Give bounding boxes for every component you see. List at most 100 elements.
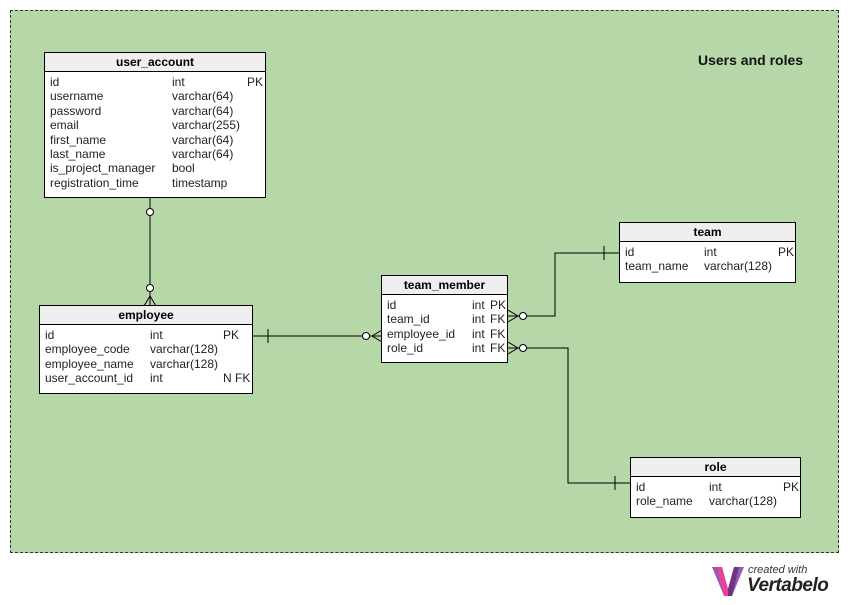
column-type: timestamp xyxy=(172,175,228,190)
column-row[interactable]: id int PK xyxy=(50,75,264,89)
column-type: int xyxy=(472,312,485,327)
column-type: varchar(128) xyxy=(150,356,219,371)
column-row[interactable]: email varchar(255) xyxy=(50,118,261,132)
table-columns: id int PK role_name varchar(128) xyxy=(631,477,800,511)
column-name: username xyxy=(50,89,104,104)
zero-marker xyxy=(519,344,527,352)
logo-wordmark: Vertabelo xyxy=(747,575,829,596)
rel-team-member-team xyxy=(508,252,620,317)
column-row[interactable]: role_name varchar(128) xyxy=(636,494,796,508)
column-type: int xyxy=(150,328,163,342)
column-name: id xyxy=(625,245,635,259)
column-row[interactable]: is_project_manager bool xyxy=(50,161,261,175)
column-name: employee_name xyxy=(45,356,134,371)
column-row[interactable]: registration_time timestamp xyxy=(50,176,261,190)
column-name: id xyxy=(636,480,646,494)
column-name: id xyxy=(387,298,397,312)
column-name: team_id xyxy=(387,312,430,327)
column-row[interactable]: team_id int FK xyxy=(387,312,506,327)
column-name: registration_time xyxy=(50,175,139,190)
column-key: PK xyxy=(778,245,795,259)
column-type: bool xyxy=(172,161,195,176)
column-name: user_account_id xyxy=(45,371,134,386)
column-key: PK xyxy=(247,75,264,89)
column-type: varchar(128) xyxy=(709,494,778,509)
column-key: PK xyxy=(783,480,800,494)
column-key: PK xyxy=(490,298,507,312)
column-name: role_name xyxy=(636,494,693,509)
column-key: FK xyxy=(490,326,506,341)
area-title: Users and roles xyxy=(698,52,804,68)
column-row[interactable]: employee_code varchar(128) xyxy=(45,342,248,356)
column-type: varchar(64) xyxy=(172,132,234,147)
column-key: N FK xyxy=(223,371,251,386)
table-title: role xyxy=(631,458,800,477)
table-role[interactable]: role id int PK role_name varchar(128) xyxy=(630,457,801,518)
column-type: int xyxy=(472,341,485,356)
table-columns: id int PK username varchar(64) password varcha… xyxy=(45,72,265,192)
column-name: last_name xyxy=(50,146,106,161)
column-row[interactable]: password varchar(64) xyxy=(50,104,261,118)
column-key: FK xyxy=(490,312,506,327)
column-row[interactable]: id int PK xyxy=(45,328,248,342)
column-name: employee_code xyxy=(45,342,130,357)
column-type: varchar(64) xyxy=(172,146,234,161)
zero-marker xyxy=(146,284,154,292)
column-type: int xyxy=(472,326,485,341)
column-type: varchar(64) xyxy=(172,103,234,118)
column-type: varchar(128) xyxy=(704,259,773,274)
table-title: employee xyxy=(40,306,252,325)
column-row[interactable]: last_name varchar(64) xyxy=(50,147,261,161)
column-name: is_project_manager xyxy=(50,161,156,176)
column-name: first_name xyxy=(50,132,107,147)
column-name: team_name xyxy=(625,259,689,274)
column-name: employee_id xyxy=(387,326,456,341)
column-type: varchar(128) xyxy=(150,342,219,357)
column-row[interactable]: team_name varchar(128) xyxy=(625,259,791,273)
zero-marker xyxy=(519,312,527,320)
table-employee[interactable]: employee id int PK employee_code varchar(128… xyxy=(39,305,253,394)
crowfoot-marker xyxy=(507,309,519,323)
column-name: id xyxy=(50,75,60,89)
crowfoot-marker xyxy=(507,341,519,355)
crowfoot-marker xyxy=(143,295,157,307)
column-row[interactable]: user_account_id int N FK xyxy=(45,371,251,386)
zero-marker xyxy=(146,208,154,216)
column-row[interactable]: employee_name varchar(128) xyxy=(45,357,248,371)
zero-marker xyxy=(362,332,370,340)
column-type: varchar(64) xyxy=(172,89,234,104)
column-row[interactable]: first_name varchar(64) xyxy=(50,133,261,147)
table-title: user_account xyxy=(45,53,265,72)
column-key: PK xyxy=(223,328,240,342)
column-type: int xyxy=(472,298,485,312)
column-type: int xyxy=(150,371,163,386)
column-row[interactable]: username varchar(64) xyxy=(50,89,261,103)
rel-team-member-role xyxy=(508,347,631,484)
column-name: email xyxy=(50,118,79,133)
column-row[interactable]: role_id int FK xyxy=(387,341,506,356)
column-name: id xyxy=(45,328,55,342)
column-type: varchar(255) xyxy=(172,118,241,133)
table-title: team xyxy=(620,223,795,242)
column-row[interactable]: id int PK xyxy=(387,298,507,312)
vertabelo-logo-icon xyxy=(712,567,744,596)
column-type: int xyxy=(709,480,722,494)
column-type: int xyxy=(172,75,185,89)
vertabelo-logo: created with Vertabelo xyxy=(712,564,840,598)
table-title: team_member xyxy=(382,276,507,295)
logo-caption: created with xyxy=(748,564,808,576)
column-row[interactable]: id int PK xyxy=(636,480,800,494)
crowfoot-marker xyxy=(371,329,383,343)
column-name: role_id xyxy=(387,341,424,356)
column-key: FK xyxy=(490,341,506,356)
column-row[interactable]: employee_id int FK xyxy=(387,326,506,341)
column-name: password xyxy=(50,103,102,118)
